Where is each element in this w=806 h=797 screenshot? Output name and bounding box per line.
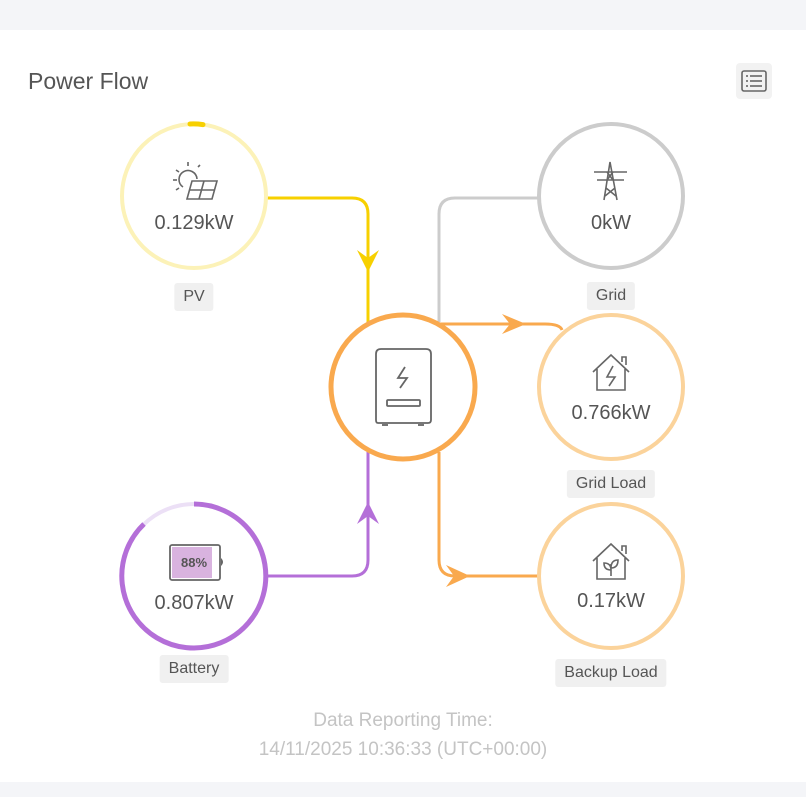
grid-label: Grid [586, 282, 636, 310]
battery-flow-arrow [357, 502, 379, 524]
backup-load-flow-line [437, 452, 540, 578]
battery-soc: 88% [180, 555, 208, 570]
grid-value: 0kW [591, 212, 631, 234]
reporting-time-label: Data Reporting Time: [313, 710, 493, 731]
power-tower-icon [594, 161, 627, 201]
grid-load-flow-arrow [502, 314, 526, 334]
battery-flow-line [266, 452, 370, 578]
grid-ring [537, 122, 685, 270]
grid-load-flow-line [439, 322, 564, 331]
page-title: Power Flow [28, 68, 149, 94]
grid-flow-line [437, 196, 540, 322]
house-lightning-icon [592, 353, 630, 391]
battery-label: Battery [159, 655, 229, 683]
battery-icon [169, 544, 223, 581]
solar-panel-icon [173, 162, 219, 200]
pv-ring [120, 122, 268, 270]
backup-load-value: 0.17kW [577, 590, 645, 612]
grid-load-value: 0.766kW [571, 402, 651, 424]
pv-ring-progress [187, 121, 206, 128]
grid-load-ring [537, 313, 685, 461]
pv-value: 0.129kW [154, 212, 234, 234]
pv-flow-arrow [357, 250, 379, 272]
list-view-button[interactable] [736, 63, 772, 99]
pv-label: PV [174, 283, 214, 311]
house-leaf-icon [592, 542, 630, 580]
pv-flow-line [266, 196, 370, 322]
battery-value: 0.807kW [154, 592, 234, 614]
backup-load-label: Backup Load [555, 659, 667, 687]
battery-ring-progress [119, 501, 269, 651]
grid-load-label: Grid Load [566, 470, 656, 498]
inverter-ring [328, 312, 478, 462]
inverter-icon [375, 348, 432, 426]
backup-load-flow-arrow [446, 565, 470, 587]
list-icon [741, 70, 767, 92]
reporting-time-value: 14/11/2025 10:36:33 (UTC+00:00) [258, 739, 548, 760]
